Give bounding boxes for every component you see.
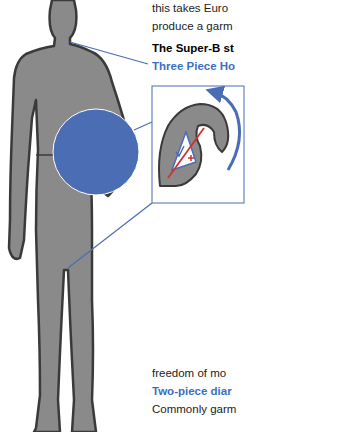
body-silhouette [9,0,132,432]
heading-text: Three Piece Ho [152,59,235,73]
hip-detail [159,104,228,186]
heading-text: Two-piece diar [152,384,232,398]
body-text: Commonly garm [152,402,236,416]
leader-line [134,122,152,130]
leader-line [68,203,152,268]
body-text: freedom of mo [152,366,226,380]
cross-mark [188,155,194,161]
inset-frame [152,86,244,203]
heading-text: The Super-B st [152,41,234,55]
body-text: this takes Euro [152,1,228,15]
angle-triangle [172,132,196,170]
check-mark [176,146,184,156]
joint-highlight [53,109,139,195]
leader-line [70,42,148,64]
cut-line [168,128,204,178]
rotation-arrow [214,92,240,170]
body-text: produce a garm [152,19,233,33]
